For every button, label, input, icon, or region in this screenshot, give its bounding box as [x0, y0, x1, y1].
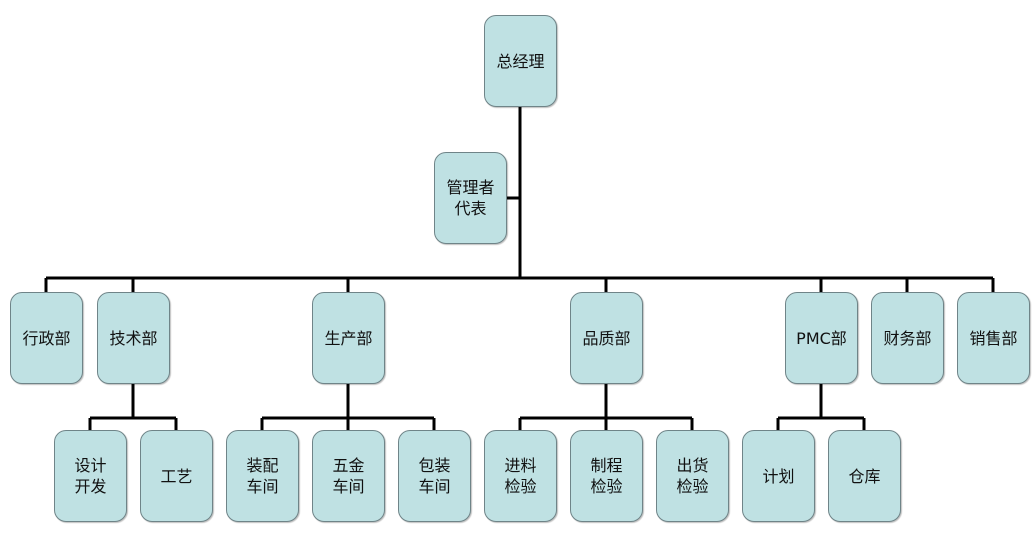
node-design-development: 设计 开发 [54, 430, 127, 522]
node-label-line2: 车间 [332, 477, 365, 496]
node-sales-dept: 销售部 [957, 292, 1030, 384]
node-hardware-workshop: 五金 车间 [312, 430, 385, 522]
node-label-line2: 开发 [74, 477, 107, 496]
node-label: 行政部 [22, 328, 71, 348]
node-planning: 计划 [742, 430, 815, 522]
node-label: 仓库 [848, 466, 881, 486]
node-label-line1: 出货 [676, 456, 709, 475]
node-finance-dept: 财务部 [871, 292, 944, 384]
node-label-line1: 设计 [74, 456, 107, 475]
node-label: PMC部 [796, 328, 847, 348]
node-label-line1: 制程 [590, 456, 623, 475]
node-tech-dept: 技术部 [97, 292, 170, 384]
node-outgoing-inspection: 出货 检验 [656, 430, 729, 522]
node-warehouse: 仓库 [828, 430, 901, 522]
node-label-line2: 车间 [418, 477, 451, 496]
node-label: 品质部 [582, 328, 631, 348]
node-label: 生产部 [324, 328, 373, 348]
node-label-line2: 车间 [246, 477, 279, 496]
node-label-line1: 装配 [246, 456, 279, 475]
node-label-line1: 五金 [332, 456, 365, 475]
node-label: 总经理 [496, 51, 545, 71]
node-label: 计划 [762, 466, 795, 486]
node-general-manager: 总经理 [484, 15, 557, 107]
node-admin-dept: 行政部 [10, 292, 83, 384]
node-label-line2: 代表 [454, 199, 487, 218]
node-label-line1: 包装 [418, 456, 451, 475]
node-label-line2: 检验 [504, 477, 537, 496]
node-label: 销售部 [969, 328, 1018, 348]
node-management-representative: 管理者 代表 [434, 152, 507, 244]
node-label: 工艺 [160, 466, 193, 486]
node-production-dept: 生产部 [312, 292, 385, 384]
node-packing-workshop: 包装 车间 [398, 430, 471, 522]
node-label: 财务部 [883, 328, 932, 348]
node-label-line1: 管理者 [446, 178, 495, 197]
node-label: 技术部 [109, 328, 158, 348]
node-label-line2: 检验 [590, 477, 623, 496]
node-label-line2: 检验 [676, 477, 709, 496]
node-assembly-workshop: 装配 车间 [226, 430, 299, 522]
node-incoming-inspection: 进料 检验 [484, 430, 557, 522]
node-quality-dept: 品质部 [570, 292, 643, 384]
node-pmc-dept: PMC部 [785, 292, 858, 384]
node-label-line1: 进料 [504, 456, 537, 475]
node-process-inspection: 制程 检验 [570, 430, 643, 522]
node-process-engineering: 工艺 [140, 430, 213, 522]
